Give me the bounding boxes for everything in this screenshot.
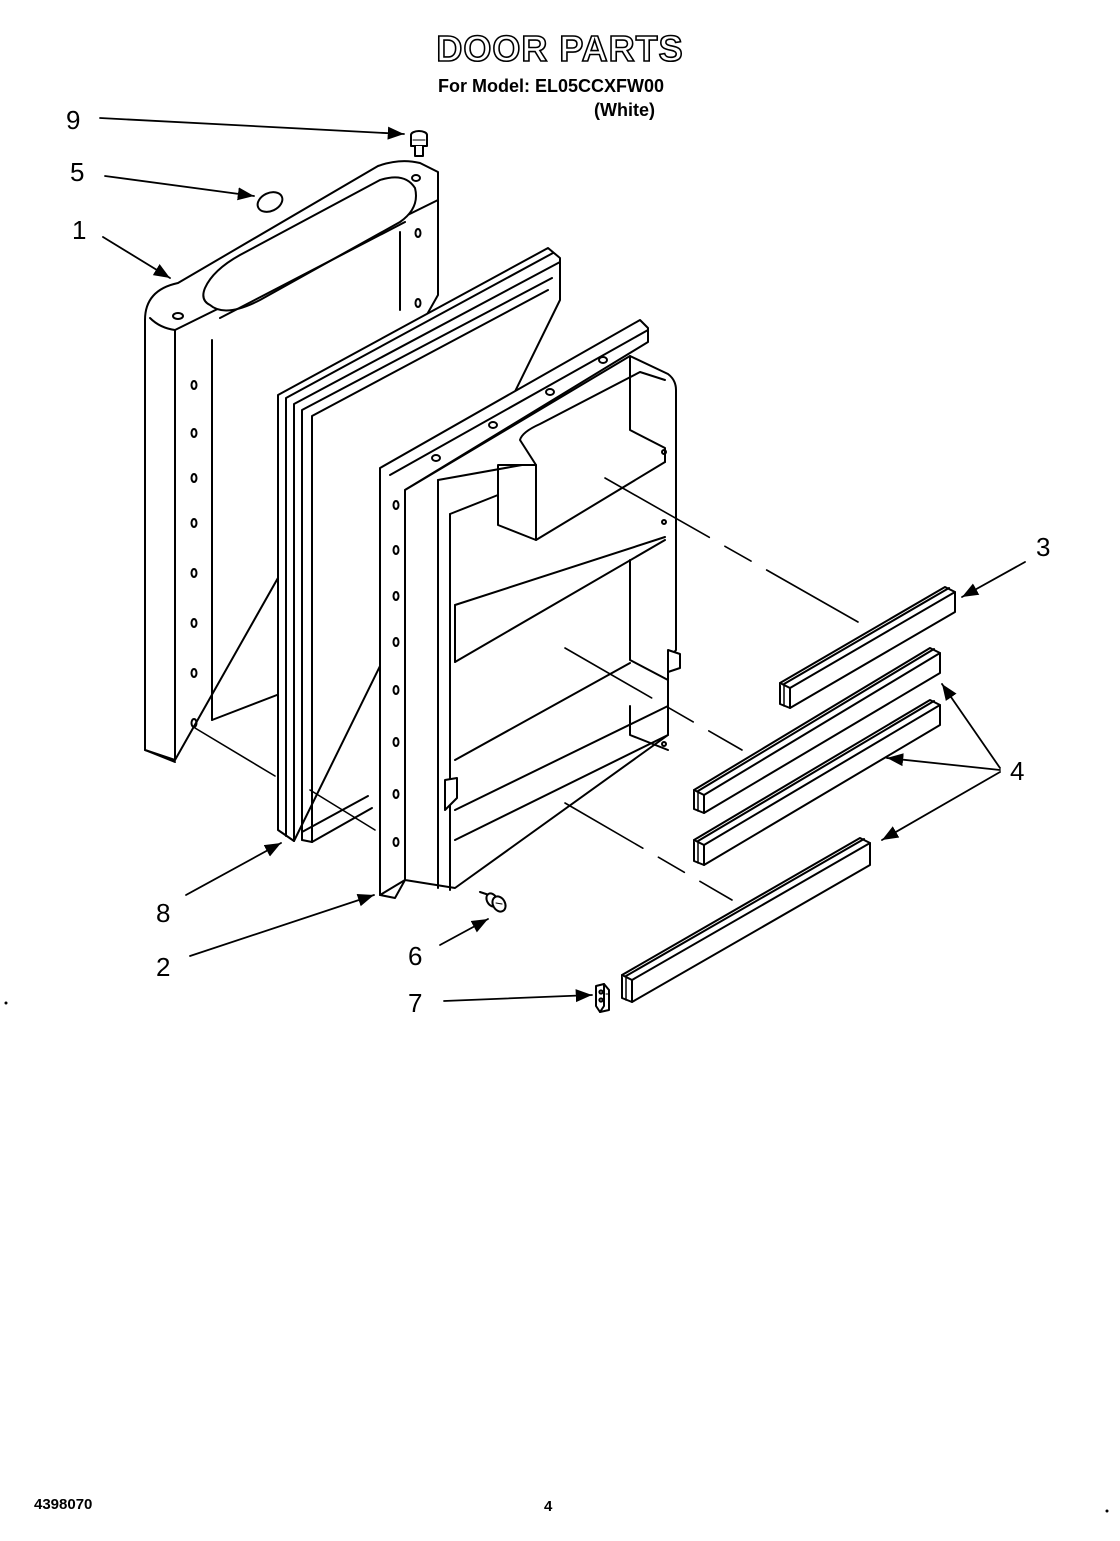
callout-9: 9 (66, 105, 80, 135)
callout-numbers: 9 5 1 3 4 8 2 6 7 (66, 105, 1050, 1018)
shelf-bar-lower (693, 699, 941, 866)
callout-3: 3 (1036, 532, 1050, 562)
leader-lines (99, 117, 1026, 1003)
screw (479, 891, 507, 913)
model-color: (White) (594, 100, 655, 120)
registration-dot (4, 1001, 8, 1005)
page-title: DOOR PARTS (436, 27, 684, 70)
model-number: For Model: EL05CCXFW00 (438, 76, 665, 96)
shelf-bar-middle (693, 647, 941, 814)
shelf-bar-bottom (621, 837, 871, 1003)
door-plug (410, 130, 428, 157)
shelf-bar-top (779, 586, 956, 709)
callout-1: 1 (72, 215, 86, 245)
door-liner (379, 319, 681, 899)
handle-cap (256, 191, 284, 213)
callout-6: 6 (408, 941, 422, 971)
callout-2: 2 (156, 952, 170, 982)
hinge-clip (595, 983, 610, 1013)
alignment-lines (194, 477, 859, 901)
door-liner-holes (392, 356, 667, 847)
callout-5: 5 (70, 157, 84, 187)
registration-dot (1105, 1509, 1109, 1513)
callout-4: 4 (1010, 756, 1024, 786)
document-number: 4398070 (34, 1496, 93, 1513)
callout-7: 7 (408, 988, 422, 1018)
callout-8: 8 (156, 898, 170, 928)
page-number: 4 (544, 1498, 553, 1515)
